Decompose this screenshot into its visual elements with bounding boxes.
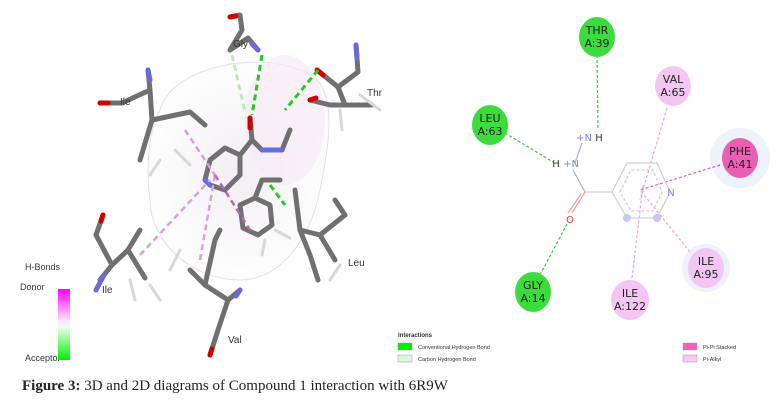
residue-name: THR xyxy=(585,24,609,37)
residue-chain: A:39 xyxy=(584,37,609,50)
interactions-legend: Interactions Conventional Hydrogen Bond … xyxy=(397,333,736,363)
residue-name: PHE xyxy=(729,145,751,158)
label-leu: Leu xyxy=(348,258,365,269)
legend-swatch-pi-alkyl xyxy=(682,354,698,363)
residue-ile95: ILE A:95 xyxy=(688,248,724,288)
legend-swatch-carbon-hbond xyxy=(397,354,413,363)
residue-thr39: THR A:39 xyxy=(579,17,615,57)
3d-interaction-view: Gly Ile Thr Leu Ile Val xyxy=(93,12,383,358)
binding-surface-pink xyxy=(245,55,325,185)
figure-caption: Figure 3: 3D and 2D diagrams of Compound… xyxy=(22,378,448,395)
residue-phe41: PHE A:41 xyxy=(722,138,758,178)
residue-chain: A:65 xyxy=(660,86,685,99)
residue-name: LEU xyxy=(479,112,500,125)
atom-n-lower: +N xyxy=(563,159,579,170)
2d-interaction-lines xyxy=(504,54,721,279)
label-thr: Thr xyxy=(367,88,383,99)
label-val: Val xyxy=(228,335,242,346)
legend-swatch-pi-pi-stacked xyxy=(682,342,698,351)
residue-name: GLY xyxy=(523,279,543,292)
legend-swatch-conventional-hbond xyxy=(397,342,413,351)
residue-gly14: GLY A:14 xyxy=(515,272,551,312)
residue-chain: A:41 xyxy=(727,158,752,171)
ring-atom-glow xyxy=(653,214,661,222)
residue-name: ILE xyxy=(698,255,714,268)
label-gly: Gly xyxy=(233,39,248,50)
residue-chain: A:14 xyxy=(520,292,545,305)
protein-sticks xyxy=(93,12,382,358)
residue-name: VAL xyxy=(663,73,684,86)
atom-oxygen: O xyxy=(566,215,574,226)
residue-leu63: LEU A:63 xyxy=(472,105,508,145)
interactions-legend-title: Interactions xyxy=(398,333,433,339)
residue-val65: VAL A:65 xyxy=(655,66,691,106)
label-ile-bottom: Ile xyxy=(102,285,113,296)
3d-interaction-lines xyxy=(139,54,320,261)
legend-label-conventional-hbond: Conventional Hydrogen Bond xyxy=(418,345,490,351)
hbond-color-scale xyxy=(58,289,70,360)
ring-atom-glow xyxy=(623,214,631,222)
hbond-donor-label: Donor xyxy=(20,282,45,292)
legend-label-pi-alkyl: Pi-Alkyl xyxy=(703,357,721,363)
residue-ile122: ILE A:122 xyxy=(611,280,649,320)
hbond-acceptor-label: Acceptor xyxy=(25,353,61,363)
figure-caption-text: 3D and 2D diagrams of Compound 1 interac… xyxy=(80,378,448,394)
atom-h-lower: H xyxy=(552,159,560,170)
residue-chain: A:63 xyxy=(477,125,502,138)
ligand-skeleton xyxy=(567,142,671,219)
hbond-legend: H-Bonds Donor Acceptor xyxy=(20,262,70,363)
atom-ring-n: N xyxy=(667,188,674,199)
legend-label-pi-pi-stacked: Pi-Pi Stacked xyxy=(703,345,736,351)
figure-caption-label: Figure 3: xyxy=(22,378,81,394)
legend-label-carbon-hbond: Carbon Hydrogen Bond xyxy=(418,357,476,363)
atom-h-upper: H xyxy=(595,133,603,144)
residue-chain: A:122 xyxy=(614,300,646,313)
residue-name: ILE xyxy=(622,287,638,300)
hbond-legend-title: H-Bonds xyxy=(25,262,61,272)
atom-n-upper: +N xyxy=(576,133,592,144)
label-ile-top: Ile xyxy=(120,97,131,108)
2d-interaction-diagram: +N H +N H O N THR A:39 LEU A:63 GLY A:14… xyxy=(472,17,770,320)
residue-chain: A:95 xyxy=(693,268,718,281)
